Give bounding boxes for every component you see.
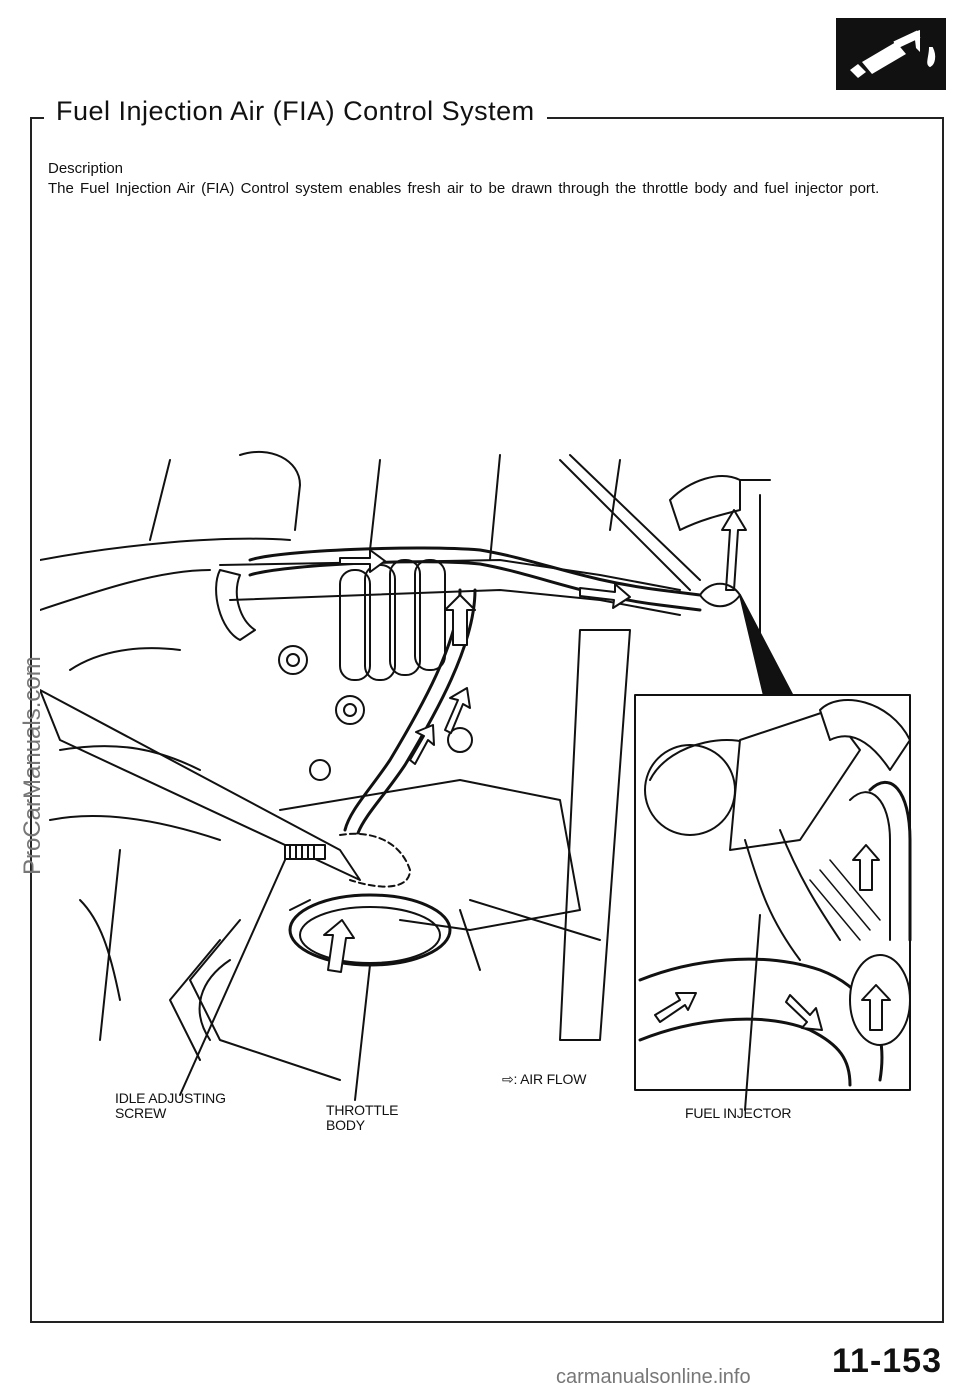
label-fuel-injector: FUEL INJECTOR: [685, 1105, 792, 1121]
air-flow-arrow-icon: ⇨:: [502, 1071, 518, 1087]
legend-air-flow: ⇨: AIR FLOW: [502, 1072, 586, 1087]
fuel-nozzle-icon: [836, 18, 946, 90]
description-text: The Fuel Injection Air (FIA) Control sys…: [48, 180, 880, 197]
legend-air-flow-label: AIR FLOW: [520, 1071, 587, 1087]
label-idle-adjusting-screw: IDLE ADJUSTING SCREW: [115, 1090, 226, 1121]
engine-illustration: [39, 440, 940, 1160]
footer-watermark: carmanualsonline.info: [556, 1366, 751, 1388]
label-throttle-body: THROTTLE BODY: [326, 1102, 399, 1133]
page-number: 11-153: [832, 1342, 942, 1380]
description-heading: Description: [48, 160, 124, 177]
section-title: Fuel Injection Air (FIA) Control System: [44, 96, 547, 127]
